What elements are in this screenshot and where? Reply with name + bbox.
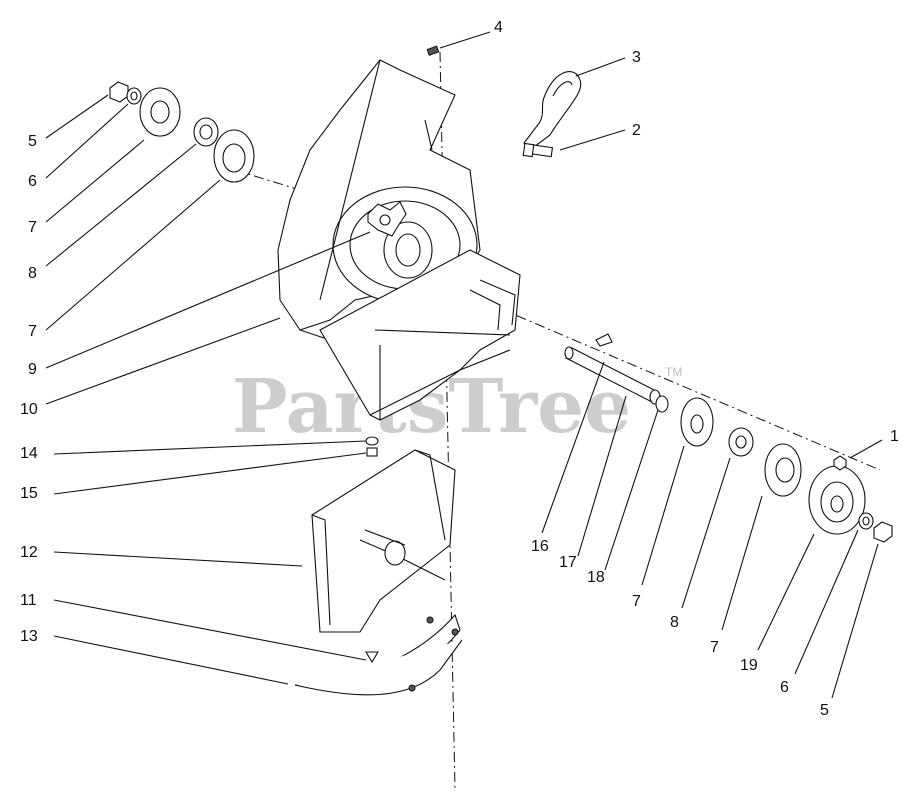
screw-small bbox=[426, 45, 440, 56]
callout-6-left: 6 bbox=[28, 173, 37, 190]
callout-8-right: 8 bbox=[670, 614, 679, 631]
callout-5-right: 5 bbox=[820, 702, 829, 719]
right-bearing-stack bbox=[680, 397, 893, 543]
callout-15: 15 bbox=[20, 485, 38, 502]
callout-10: 10 bbox=[20, 401, 38, 418]
callout-7-left-a: 7 bbox=[28, 219, 37, 236]
bolt bbox=[522, 142, 554, 158]
callout-7-right-b: 7 bbox=[710, 639, 719, 656]
callout-19: 19 bbox=[740, 657, 758, 674]
impeller-hub bbox=[367, 201, 407, 237]
handle-loop bbox=[523, 71, 582, 151]
callout-7-left-b: 7 bbox=[28, 323, 37, 340]
callout-16: 16 bbox=[531, 538, 549, 555]
callout-7-right-a: 7 bbox=[632, 593, 641, 610]
callout-5-left: 5 bbox=[28, 133, 37, 150]
callout-3: 3 bbox=[632, 49, 641, 66]
rotor-paddle bbox=[311, 449, 456, 633]
callout-12: 12 bbox=[20, 544, 38, 561]
callout-14: 14 bbox=[20, 445, 38, 462]
callout-labels: 4 3 2 1 5 6 7 8 7 9 10 14 15 12 11 13 16… bbox=[20, 19, 899, 719]
leader-lines bbox=[45, 31, 883, 699]
callout-18: 18 bbox=[587, 569, 605, 586]
drive-shaft bbox=[564, 333, 669, 413]
lower-plate bbox=[294, 613, 463, 696]
callout-6-right: 6 bbox=[780, 679, 789, 696]
watermark-trademark: TM bbox=[665, 365, 682, 379]
callout-11: 11 bbox=[20, 592, 37, 609]
left-bearing-stack bbox=[109, 81, 255, 183]
callout-4: 4 bbox=[494, 19, 503, 36]
callout-8-left: 8 bbox=[28, 265, 37, 282]
callout-1: 1 bbox=[890, 428, 899, 445]
callout-9: 9 bbox=[28, 361, 37, 378]
callout-17: 17 bbox=[559, 554, 577, 571]
callout-2: 2 bbox=[632, 122, 641, 139]
chute-frame bbox=[319, 249, 521, 421]
callout-13: 13 bbox=[20, 628, 38, 645]
